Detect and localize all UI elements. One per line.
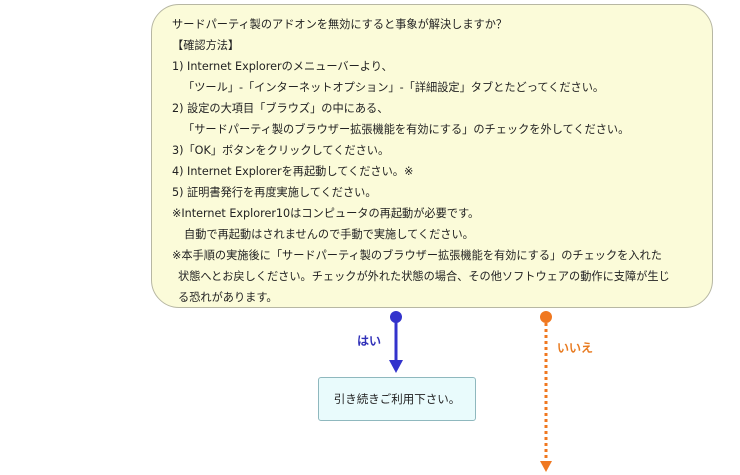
question-line: 4) Internet Explorerを再起動してください。※ [172,165,414,178]
question-line: 1) Internet Explorerのメニューバーより、 [172,60,393,73]
no-arrowhead [540,461,552,472]
question-line: 3)「OK」ボタンをクリックしてください。 [172,144,390,157]
question-line: 「ツール」-「インターネットオプション」-「詳細設定」タブとたどってください。 [183,81,605,94]
question-line: ※Internet Explorer10はコンピュータの再起動が必要です。 [172,207,480,220]
question-line: 状態へとお戻しください。チェックが外れた状態の場合、その他ソフトウェアの動作に支… [178,270,670,283]
question-line: る恐れがあります。 [178,291,278,304]
question-line: サードパーティ製のアドオンを無効にすると事象が解決しますか？ [172,18,508,31]
question-line: 自動で再起動はされませんので手動で実施してください。 [184,228,474,241]
yes-label: はい [357,334,382,348]
result-text: 引き続きご利用下さい。 [333,392,461,406]
result-box: 引き続きご利用下さい。 [318,377,476,421]
yes-arrowhead [389,360,403,373]
no-label: いいえ [557,341,594,355]
question-line: 5) 証明書発行を再度実施してください。 [172,186,377,199]
question-line: 「サードパーティ製のブラウザー拡張機能を有効にする」のチェックを外してください。 [183,123,630,136]
question-line: ※本手順の実施後に「サードパーティ製のブラウザー拡張機能を有効にする」のチェック… [172,249,662,262]
question-line: 2) 設定の大項目「ブラウズ」の中にある、 [172,102,389,115]
no-branch-dot [540,311,552,323]
question-bubble: サードパーティ製のアドオンを無効にすると事象が解決しますか？ 【確認方法】 1)… [151,4,713,308]
question-line: 【確認方法】 [172,39,240,52]
